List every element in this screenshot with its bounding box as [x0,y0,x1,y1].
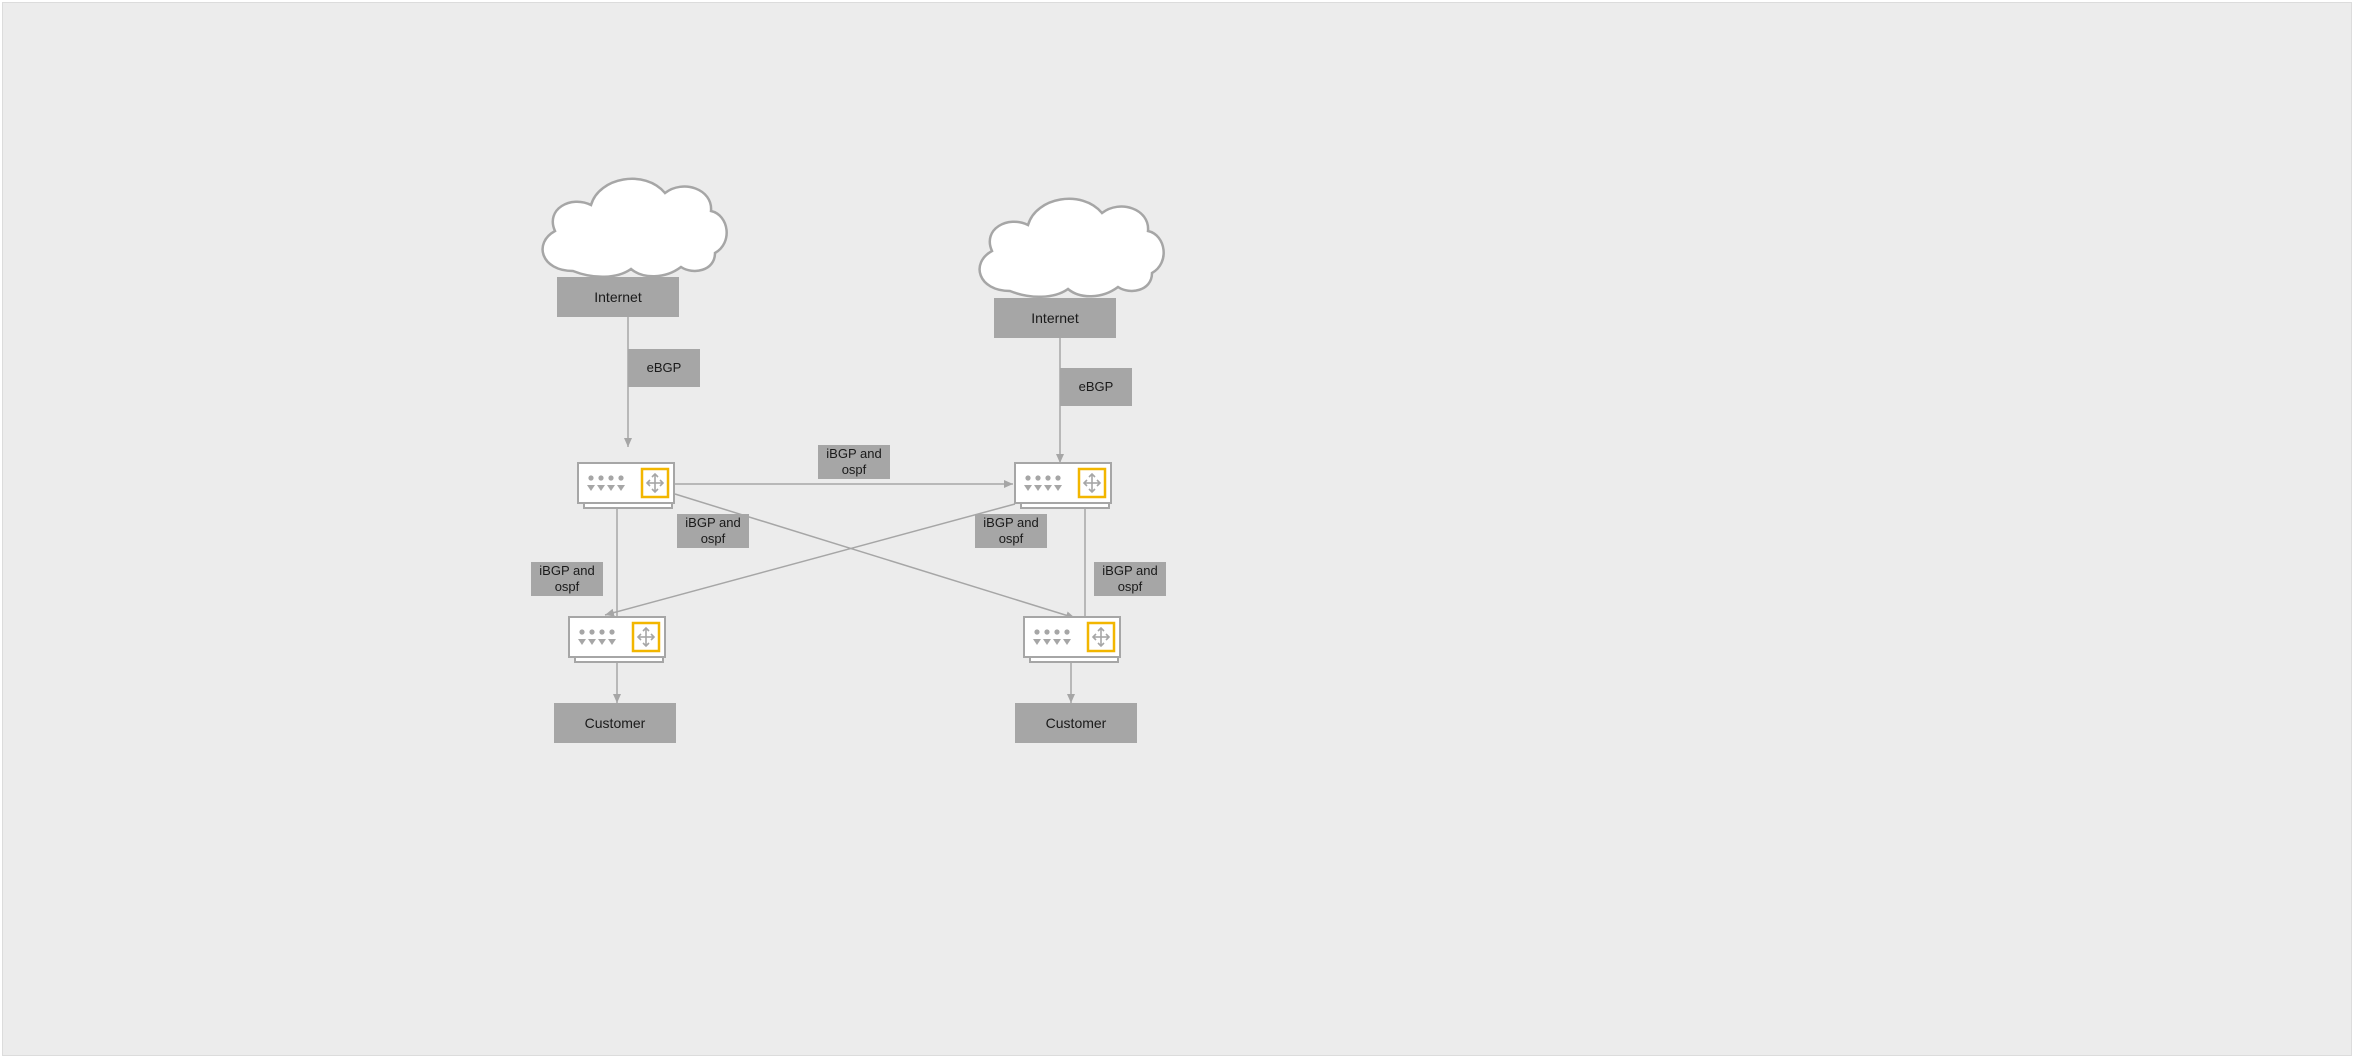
ibgp-ospf-label-top: iBGP and ospf [818,445,890,479]
access-router-right-icon [1022,615,1122,664]
ibgp-ospf-label-left-vertical: iBGP and ospf [531,562,603,596]
access-router-left-icon [567,615,667,664]
ebgp-label-left: eBGP [628,349,700,387]
internet-cloud-right [978,197,1165,299]
edge-router-left-icon [576,461,676,510]
internet-cloud-left [541,177,728,279]
customer-label-left: Customer [554,703,676,743]
internet-label-left: Internet [557,277,679,317]
network-diagram [541,177,1165,703]
internet-label-right: Internet [994,298,1116,338]
ibgp-ospf-label-diag-right: iBGP and ospf [975,514,1047,548]
customer-label-right: Customer [1015,703,1137,743]
ibgp-ospf-label-diag-left: iBGP and ospf [677,514,749,548]
diag-left-line [674,493,1076,620]
edge-router-right-icon [1013,461,1113,510]
ibgp-ospf-label-right-vertical: iBGP and ospf [1094,562,1166,596]
ebgp-label-right: eBGP [1060,368,1132,406]
diag-right-line [604,503,1016,617]
